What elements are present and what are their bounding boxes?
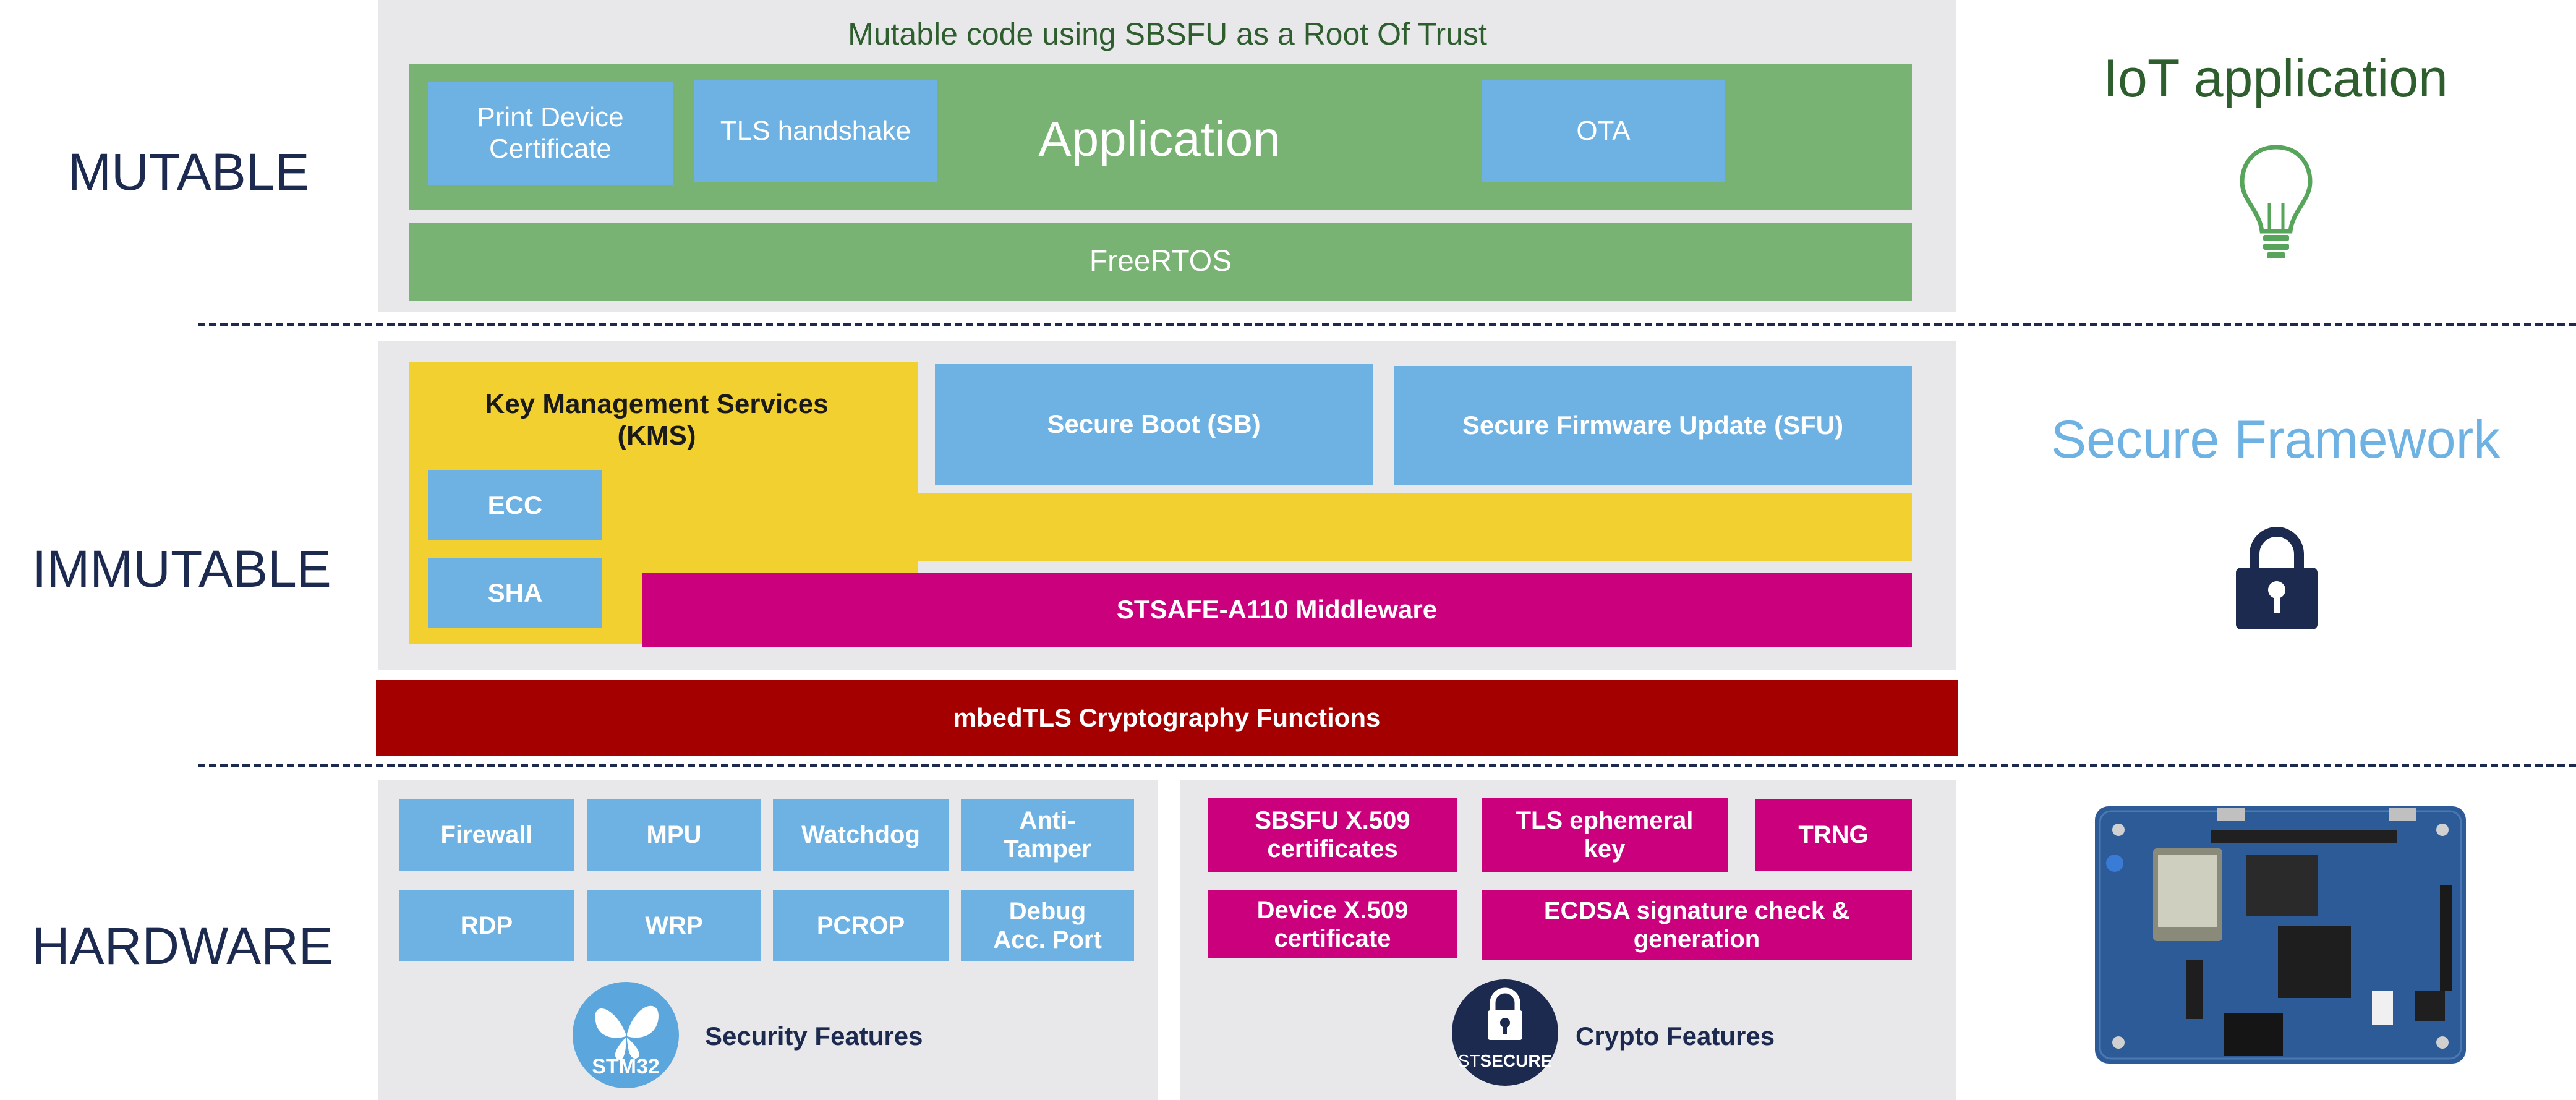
separator-immutable-hardware xyxy=(198,764,2576,767)
mbedtls-block: mbedTLS Cryptography Functions xyxy=(376,680,1958,756)
rdp-box: RDP xyxy=(399,890,574,961)
kms-title: Key Management Services (KMS) xyxy=(485,389,829,451)
level-label-immutable: IMMUTABLE xyxy=(32,540,331,598)
watchdog-box: Watchdog xyxy=(773,799,949,871)
padlock-icon xyxy=(2233,523,2320,632)
wrp-box: WRP xyxy=(587,890,761,961)
device-certificate-box: Device X.509 certificate xyxy=(1208,890,1457,958)
trng-box: TRNG xyxy=(1755,799,1912,871)
mutable-header: Mutable code using SBSFU as a Root Of Tr… xyxy=(848,17,1487,51)
stsafe-middleware-box: STSAFE-A110 Middleware xyxy=(642,573,1912,647)
stsecure-logo-text: STSECURE xyxy=(1457,1051,1553,1070)
level-label-mutable: MUTABLE xyxy=(68,143,310,201)
ota-box: OTA xyxy=(1482,80,1725,182)
discovery-board-image xyxy=(2094,805,2467,1065)
sha-box: SHA xyxy=(428,558,602,628)
lightbulb-icon xyxy=(2236,141,2316,265)
pcrop-box: PCROP xyxy=(773,890,949,961)
secure-boot-box: Secure Boot (SB) xyxy=(935,364,1373,485)
tls-ephemeral-key-box: TLS ephemeral key xyxy=(1482,798,1728,872)
crypto-features-label: Crypto Features xyxy=(1576,1021,1775,1051)
kms-block-extension xyxy=(918,493,1912,561)
iot-application-title: IoT application xyxy=(2103,49,2448,108)
application-label: Application xyxy=(1038,111,1281,166)
level-label-hardware: HARDWARE xyxy=(32,917,333,975)
security-features-label: Security Features xyxy=(705,1021,923,1051)
sbsfu-certificates-box: SBSFU X.509 certificates xyxy=(1208,798,1457,872)
stm32-butterfly-icon: STM32 xyxy=(571,981,680,1089)
debug-access-port-box: Debug Acc. Port xyxy=(961,890,1134,961)
print-device-certificate-box: Print Device Certificate xyxy=(428,82,673,185)
stsecure-lock-icon: STSECURE xyxy=(1451,978,1559,1087)
ecc-box: ECC xyxy=(428,470,602,540)
sfu-box: Secure Firmware Update (SFU) xyxy=(1394,366,1912,485)
stm32-logo-text: STM32 xyxy=(592,1055,660,1078)
mpu-box: MPU xyxy=(587,799,761,871)
firewall-box: Firewall xyxy=(399,799,574,871)
freertos-block: FreeRTOS xyxy=(409,223,1912,301)
tls-handshake-box: TLS handshake xyxy=(694,80,937,182)
anti-tamper-box: Anti- Tamper xyxy=(961,799,1134,871)
ecdsa-box: ECDSA signature check & generation xyxy=(1482,890,1912,960)
separator-mutable-immutable xyxy=(198,323,2576,326)
secure-framework-title: Secure Framework xyxy=(2050,410,2501,469)
